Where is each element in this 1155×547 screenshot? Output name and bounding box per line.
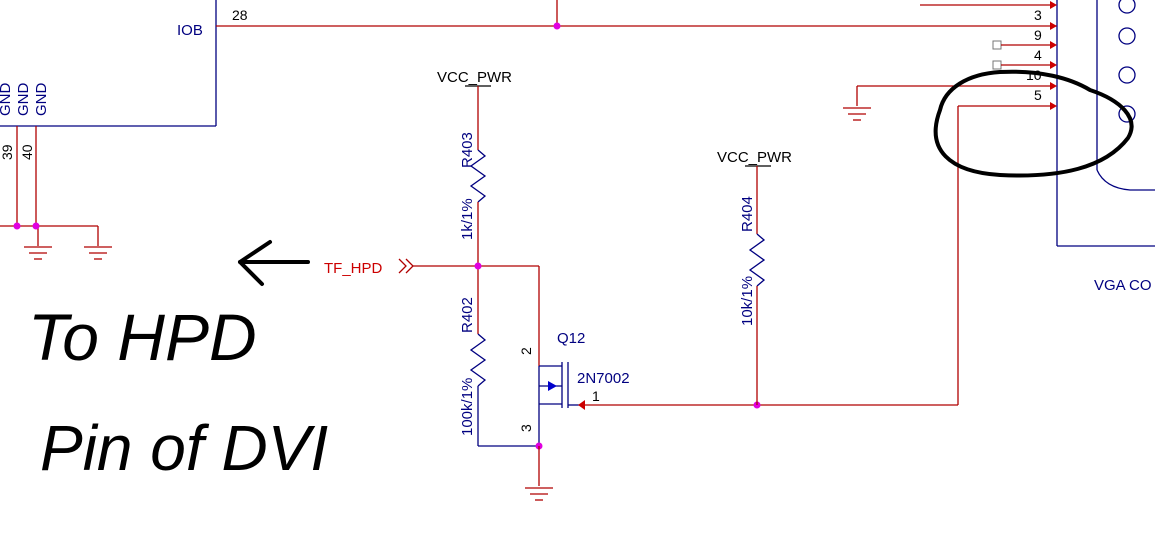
q12-pin-drain: 2 — [518, 347, 534, 355]
vga-connector-label: VGA CO — [1094, 277, 1152, 294]
q12-pin-source: 3 — [518, 424, 534, 432]
ground-symbol — [24, 246, 52, 260]
arrow-head — [238, 240, 272, 286]
q12-arrow — [548, 381, 557, 391]
vga-pin-4: 4 — [1034, 47, 1042, 63]
pin-arrow — [1050, 102, 1057, 110]
vga-pin-hole — [1118, 105, 1136, 123]
r402-value: 100k/1% — [459, 378, 476, 436]
gate-pullup-circuit: VCC_PWR R404 10k/1% — [578, 105, 1050, 410]
r404-resistor — [748, 233, 766, 287]
pin-arrow — [1050, 61, 1057, 69]
vga-shell-curve — [1096, 169, 1155, 191]
junction-iob — [553, 22, 561, 30]
junction-gnd-2 — [32, 222, 40, 230]
annotation-line-1: To HPD — [28, 300, 257, 374]
ic-pin-number-28: 28 — [232, 7, 248, 23]
ic-gnd-pin-40: 40 — [19, 144, 35, 160]
vga-pin-hole — [1118, 66, 1136, 84]
vga-pin-9: 9 — [1034, 27, 1042, 43]
vga-pin-hole — [1118, 0, 1136, 14]
r403-ref: R403 — [459, 132, 476, 168]
q12-ref: Q12 — [557, 330, 585, 347]
ground-symbol — [843, 107, 871, 121]
r403-resistor — [469, 149, 487, 203]
pin-arrow — [1050, 41, 1057, 49]
r404-value: 10k/1% — [739, 276, 756, 326]
ground-symbol — [525, 487, 553, 501]
ground-symbol — [84, 246, 112, 260]
tf-hpd-net-label: TF_HPD — [324, 260, 383, 277]
vga-pin-3: 3 — [1034, 7, 1042, 23]
annotation-line-2: Pin of DVI — [40, 412, 328, 484]
ic-gnd-pin-39: 39 — [0, 144, 15, 160]
r404-ref: R404 — [739, 196, 756, 232]
handwritten-arrow — [238, 240, 310, 286]
tf-hpd-port-symbol — [398, 258, 414, 274]
ic-left-block: IOB 28 GND GND GND 39 40 — [0, 0, 1057, 260]
r404-supply-label: VCC_PWR — [717, 149, 792, 166]
q12-part: 2N7002 — [577, 370, 630, 387]
pin-arrow — [1050, 1, 1057, 9]
r402-resistor — [469, 333, 487, 387]
hpd-divider-circuit: VCC_PWR R403 1k/1% TF_HPD R402 100k/1% Q… — [324, 69, 630, 501]
ic-gnd-label-1: GND — [0, 83, 14, 117]
pin-arrow — [1050, 82, 1057, 90]
pin-arrow — [1050, 22, 1057, 30]
q12-mosfet-symbol — [538, 362, 580, 446]
ic-gnd-label-3: GND — [33, 83, 50, 117]
vga-pin-hole — [1118, 27, 1136, 45]
r402-ref: R402 — [459, 297, 476, 333]
ic-gnd-label-2: GND — [15, 83, 32, 117]
ic-pin-label-iob: IOB — [177, 22, 203, 39]
q12-pin-gate: 1 — [592, 388, 600, 404]
r403-supply-label: VCC_PWR — [437, 69, 512, 86]
vga-connector: 3 9 4 10 5 VGA CO — [843, 0, 1155, 294]
junction-gnd-1 — [13, 222, 21, 230]
r403-value: 1k/1% — [459, 198, 476, 240]
no-connect-marker — [992, 60, 1002, 70]
gate-pin-arrow — [578, 400, 585, 410]
no-connect-marker — [992, 40, 1002, 50]
junction-tf-hpd — [474, 262, 482, 270]
vga-pin-5: 5 — [1034, 87, 1042, 103]
handwritten-circle — [933, 69, 1134, 178]
